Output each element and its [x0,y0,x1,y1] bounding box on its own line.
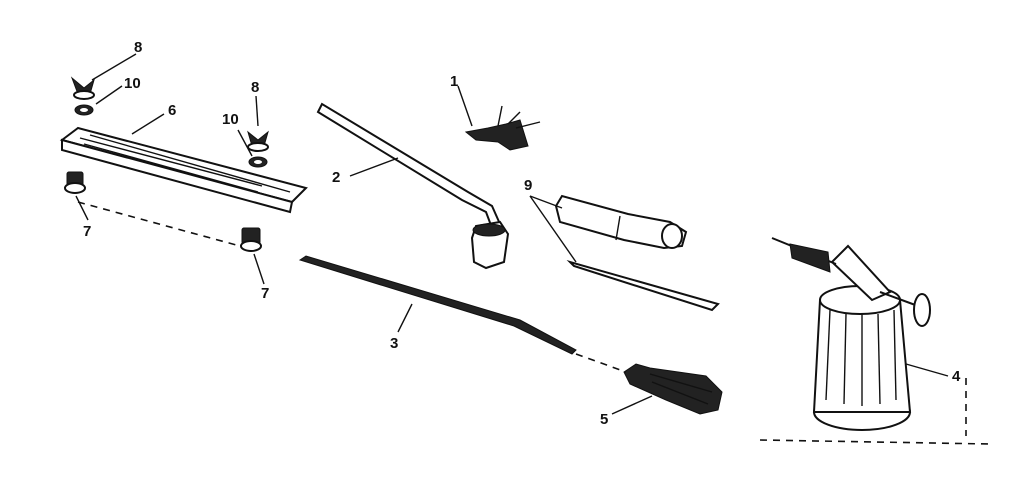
callout-7a: 7 [83,223,91,240]
washer-right [248,156,268,168]
wing-nut-right [247,130,269,152]
callout-7b: 7 [261,285,269,302]
washer-left [74,104,94,116]
stud-left [64,171,86,194]
leader-3 [397,303,413,333]
clip-part [464,105,541,151]
callout-5: 5 [600,411,608,428]
brush-part [623,363,723,415]
alignment-line-base [759,439,991,445]
callout-8b: 8 [251,79,259,96]
leader-10b [237,129,253,157]
leader-6 [131,113,165,135]
callout-2: 2 [332,169,340,186]
leader-1 [457,85,473,127]
alignment-line-studs [77,201,241,247]
alignment-line-rod [575,353,627,373]
callout-8a: 8 [134,39,142,56]
leader-2 [349,157,399,177]
leader-4 [905,363,949,377]
wrench-part [316,102,510,270]
callout-4: 4 [952,368,961,385]
leader-5 [611,395,653,415]
leader-7a [75,195,89,221]
callout-1: 1 [450,73,458,90]
leader-8a [91,53,137,81]
callout-10b: 10 [222,111,239,128]
wing-nut-left [70,76,95,100]
bar-part [566,259,720,312]
grease-gun-part [771,237,931,431]
rod-part [298,255,577,355]
callout-10a: 10 [124,75,141,92]
stud-right [240,227,262,252]
callout-3: 3 [390,335,398,352]
socket-part [554,194,688,250]
leader-9a [529,195,563,209]
leader-9b [529,195,577,263]
bracket-bar-part [59,126,308,214]
leader-8b [255,95,259,127]
callout-6: 6 [168,102,176,119]
callout-9: 9 [524,177,532,194]
leader-7b [253,253,265,285]
leader-10a [95,85,123,105]
